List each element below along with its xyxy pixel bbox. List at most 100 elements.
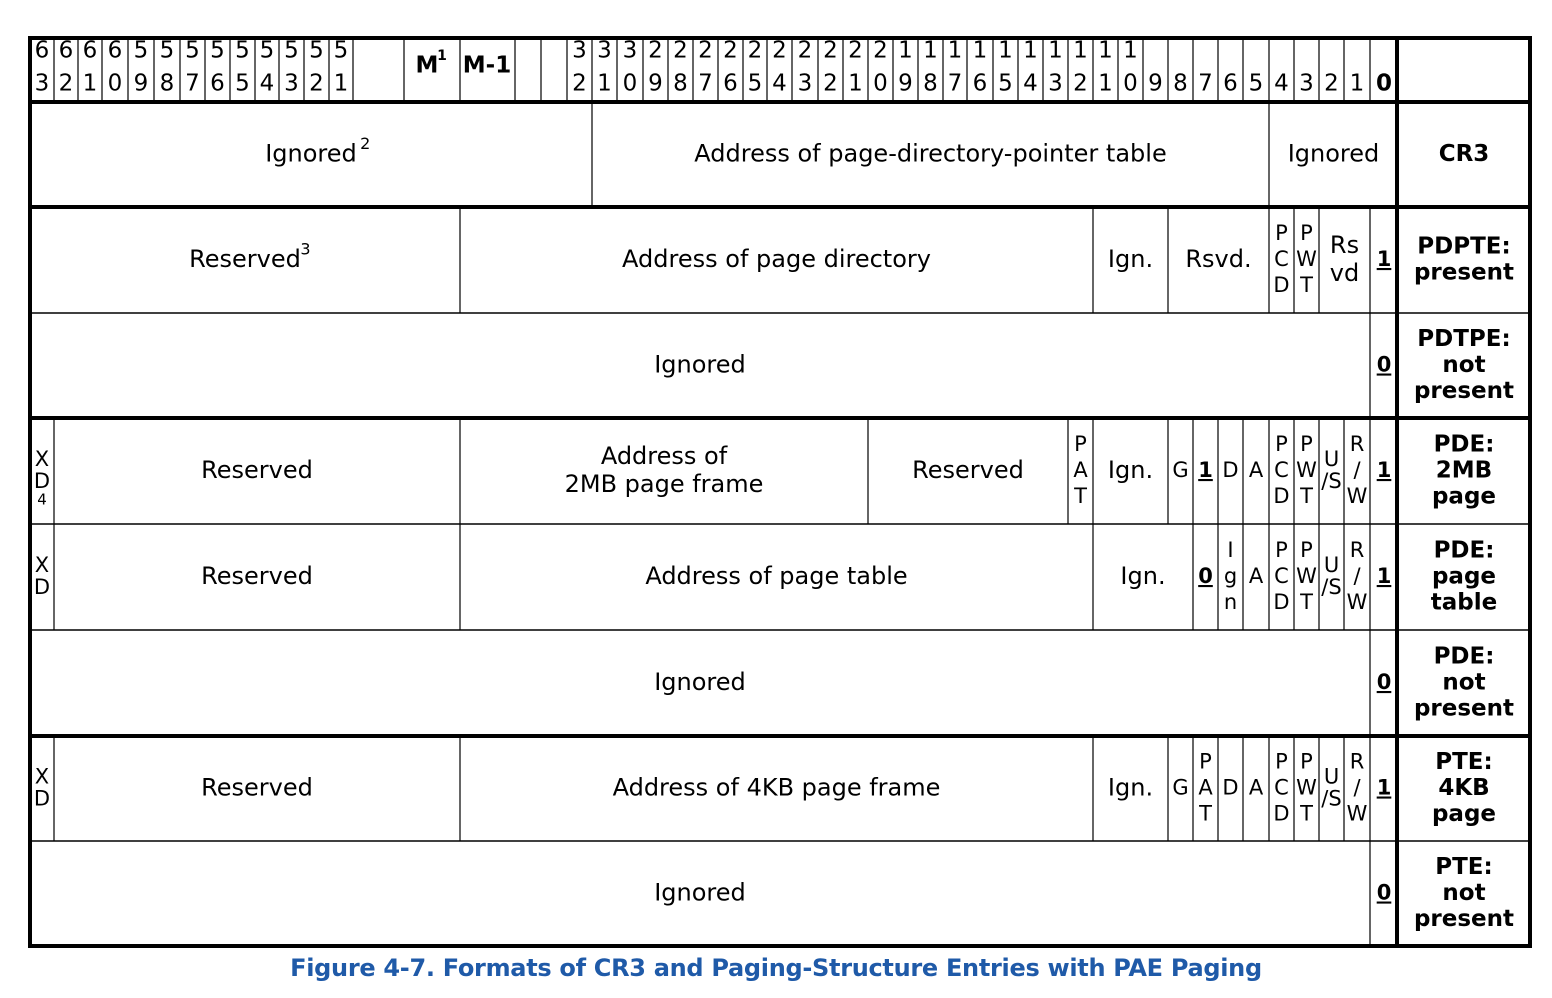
bit-number-label: 3 (1299, 71, 1314, 97)
bit-digit: 7 (185, 71, 200, 97)
bit-digit: 1 (848, 71, 863, 97)
field-subscript: 4 (37, 491, 47, 509)
bit-digit: 1 (1023, 38, 1038, 64)
field-text: 1 (1377, 564, 1392, 588)
field-text: D (1273, 590, 1289, 614)
field-cell: Address of page table (645, 562, 907, 590)
field-cell: PAT (1073, 432, 1088, 508)
field-text: C (1274, 564, 1289, 588)
field-cell: PWT (1296, 432, 1317, 508)
bit-digit: 6 (35, 38, 50, 64)
field-cell: R/W (1347, 538, 1368, 614)
bit-number-label: 26 (723, 38, 738, 97)
bit-digit: 3 (798, 71, 813, 97)
field-text: P (1074, 432, 1087, 456)
field-text: 0 (1377, 353, 1392, 377)
bit-digit: 2 (748, 38, 763, 64)
bit-digit: 2 (59, 71, 74, 97)
field-cell: A (1249, 458, 1264, 482)
field-text: Address of page-directory-pointer table (694, 140, 1166, 168)
bit-number-label: 31 (597, 38, 612, 97)
bit-digit: 5 (748, 71, 763, 97)
field-text: A (1249, 776, 1264, 800)
bit-digit: 2 (798, 38, 813, 64)
field-cell: Address of page-directory-pointer table (694, 140, 1166, 168)
field-text: W (1296, 458, 1317, 482)
entry-label-text: page (1432, 801, 1496, 827)
field-cell: Reserved (201, 774, 313, 802)
field-text: 1 (1377, 776, 1392, 800)
field-cell: Reserved (201, 562, 313, 590)
bit-digit: 9 (648, 71, 663, 97)
entry-label-text: table (1431, 590, 1497, 616)
field-text: A (1198, 776, 1213, 800)
bit-number-label: 63 (35, 38, 50, 97)
field-text: Ignored (654, 668, 746, 696)
field-text: W (1347, 802, 1368, 826)
bit-digit: 5 (334, 38, 349, 64)
field-text: W (1296, 776, 1317, 800)
bit-digit: 3 (35, 71, 50, 97)
field-cell: XD4 (34, 447, 50, 509)
field-cell: 0 (1377, 881, 1392, 905)
bit-number-label: 6 (1223, 71, 1238, 97)
bit-digit: 9 (898, 71, 913, 97)
bit-digit: 2 (823, 38, 838, 64)
entry-label: CR3 (1439, 141, 1490, 167)
bit-m-superscript: 1 (437, 48, 447, 64)
entry-label: PDPTE:present (1414, 234, 1514, 286)
field-text: D (1222, 776, 1238, 800)
field-text: Ignored (654, 351, 746, 379)
bit-number-label: 20 (873, 38, 888, 97)
bit-m-text: M (416, 53, 439, 79)
field-cell: G (1172, 458, 1188, 482)
field-text: A (1249, 564, 1264, 588)
field-text: T (1299, 484, 1313, 508)
field-text: X (35, 447, 49, 471)
field-text: U (1324, 447, 1339, 471)
figure-caption: Figure 4-7. Formats of CR3 and Paging-St… (290, 954, 1262, 982)
bit-digit: 2 (648, 38, 663, 64)
bit-digit: 1 (948, 38, 963, 64)
bit-digit: 8 (673, 71, 688, 97)
field-text: Ign. (1108, 456, 1153, 484)
field-cell: Ignored (654, 668, 746, 696)
bit-digit: 1 (998, 38, 1013, 64)
bit-digit: 1 (898, 38, 913, 64)
field-cell: PCD (1273, 750, 1289, 826)
entry-label-text: present (1414, 378, 1514, 404)
field-text: P (1300, 221, 1313, 245)
bit-digit: 0 (873, 71, 888, 97)
bit-number-label: 25 (748, 38, 763, 97)
field-text: 2MB page frame (565, 470, 764, 498)
bit-number-label: 57 (185, 38, 200, 97)
bit-digit: 2 (873, 38, 888, 64)
bit-digit: 6 (210, 71, 225, 97)
bit-number-label: 8 (1173, 71, 1188, 97)
bit-number-label: 12 (1073, 38, 1088, 97)
entry-label-text: PDPTE: (1417, 234, 1510, 260)
bit-digit: 4 (1274, 71, 1289, 97)
field-cell: XD (34, 553, 50, 599)
bit-digit: 3 (597, 38, 612, 64)
field-text: 1 (1377, 247, 1392, 271)
bit-number-label: 28 (673, 38, 688, 97)
entry-label-text: PDE: (1434, 538, 1495, 564)
field-text: Reserved (201, 562, 313, 590)
field-text: P (1275, 538, 1288, 562)
field-cell: U/S (1321, 447, 1341, 493)
field-text: Rs (1330, 231, 1359, 259)
field-text: R (1350, 750, 1365, 774)
bit-digit: 5 (235, 38, 250, 64)
field-text: P (1300, 750, 1313, 774)
bit-digit: 1 (973, 38, 988, 64)
field-cell: 1 (1198, 458, 1213, 482)
bit-number-label: 27 (698, 38, 713, 97)
field-text: P (1300, 432, 1313, 456)
